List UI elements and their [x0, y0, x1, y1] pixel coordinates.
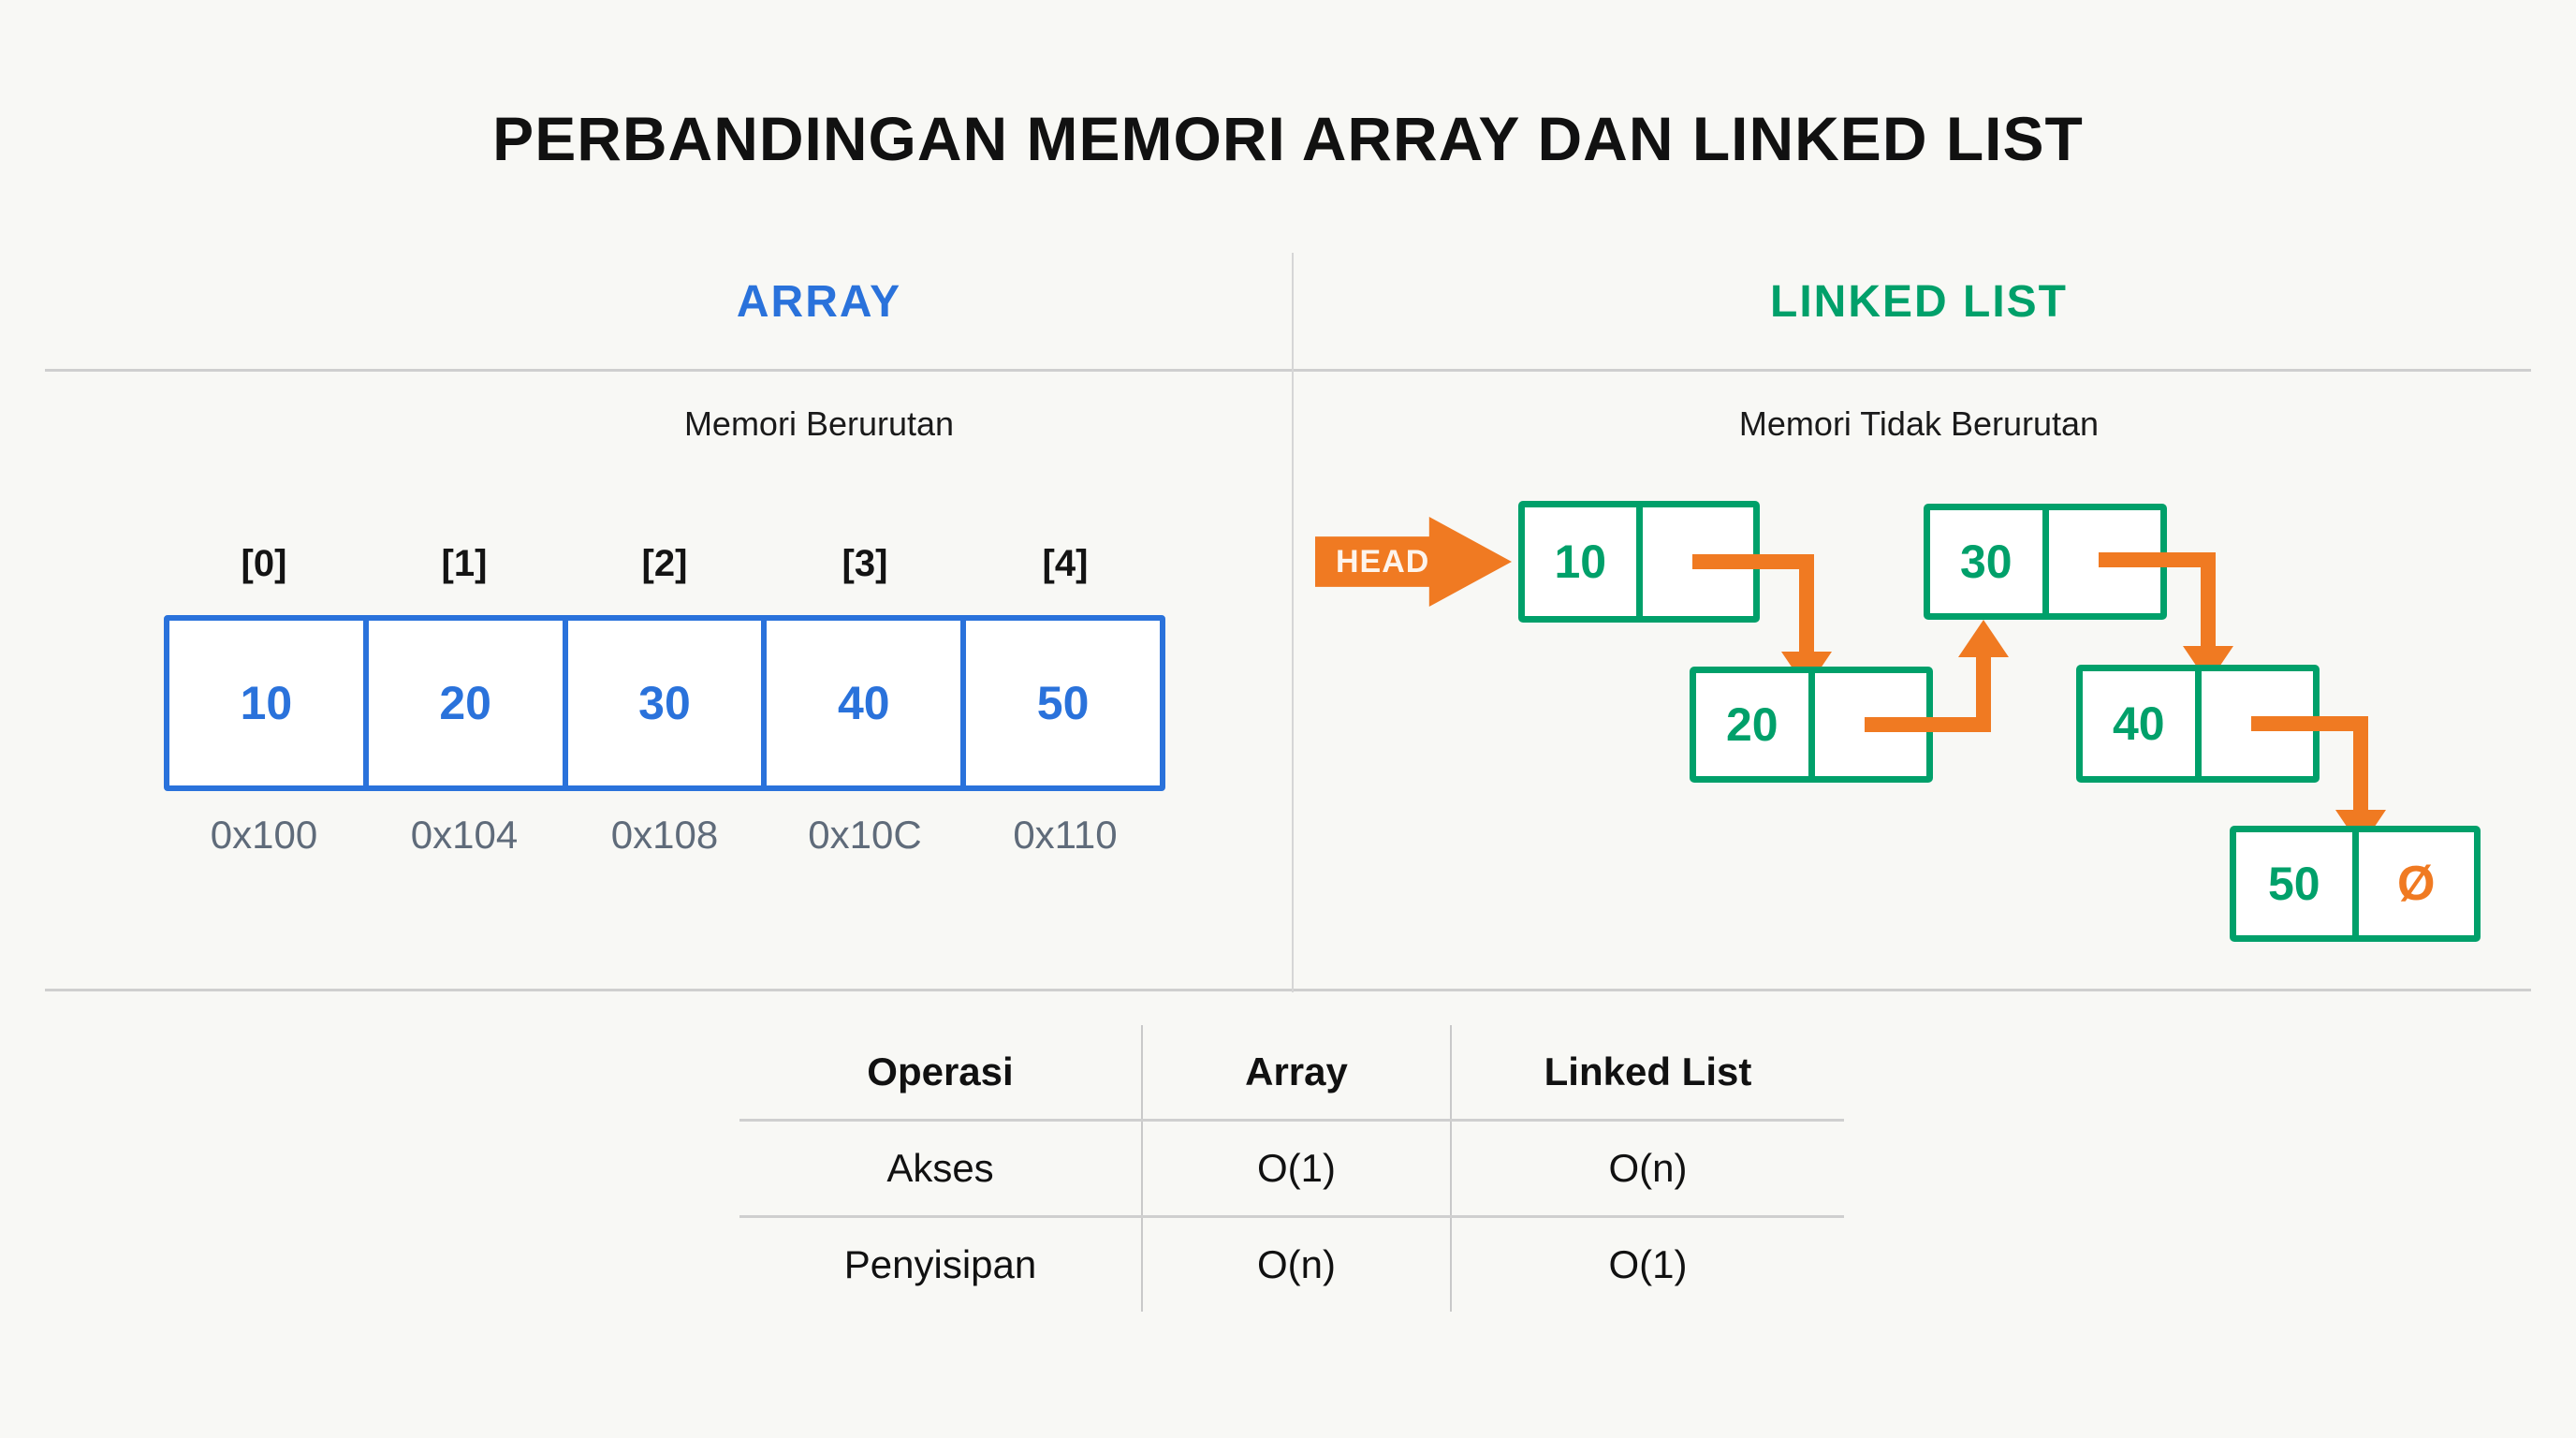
table-header-row: Operasi Array Linked List — [739, 1025, 1844, 1121]
row-akses-operation: Akses — [886, 1146, 994, 1190]
array-cell-3: 40 — [767, 621, 967, 785]
table-row: Penyisipan O(n) O(1) — [739, 1216, 1844, 1312]
array-cells: 10 20 30 40 50 — [164, 615, 1165, 791]
row-penyisipan-linkedlist: O(1) — [1608, 1242, 1688, 1286]
link-30-40-vertical — [2201, 552, 2216, 653]
array-address-2: 0x108 — [610, 813, 719, 857]
array-address-1: 0x104 — [410, 813, 519, 857]
array-index-1: [1] — [441, 543, 488, 584]
node-value-10: 10 — [1525, 507, 1643, 616]
node-value-40: 40 — [2083, 671, 2202, 776]
array-index-2: [2] — [641, 543, 688, 584]
row-penyisipan-array: O(n) — [1141, 1216, 1452, 1312]
link-40-50-vertical — [2353, 716, 2368, 817]
comparison-table: Operasi Array Linked List Akses O(1) O(n… — [739, 1025, 1844, 1312]
link-20-30-vertical — [1976, 655, 1991, 732]
divider-vertical — [1292, 253, 1294, 992]
array-address-4: 0x110 — [1013, 813, 1118, 857]
table-header-linkedlist: Linked List — [1544, 1049, 1752, 1093]
linkedlist-subheading: Memori Tidak Berurutan — [1738, 404, 2100, 443]
link-30-40-horizontal — [2099, 552, 2216, 567]
array-cell-0: 10 — [169, 621, 369, 785]
page-title: PERBANDINGAN MEMORI ARRAY DAN LINKED LIS… — [492, 104, 2084, 173]
table-header-array: Array — [1141, 1025, 1452, 1121]
array-index-4: [4] — [1042, 543, 1089, 584]
node-value-50: 50 — [2236, 832, 2359, 935]
link-10-20-horizontal — [1692, 554, 1814, 569]
array-address-0: 0x100 — [210, 813, 318, 857]
array-index-3: [3] — [842, 543, 888, 584]
array-cell-4: 50 — [1036, 677, 1090, 729]
table-row: Akses O(1) O(n) — [739, 1120, 1844, 1217]
link-20-30-arrowhead-icon — [1958, 620, 2009, 657]
head-label: HEAD — [1336, 543, 1430, 580]
head-pointer-arrow-icon: HEAD — [1315, 517, 1512, 607]
row-akses-linkedlist: O(n) — [1608, 1146, 1688, 1190]
node-value-30: 30 — [1930, 510, 2049, 613]
divider-bottom — [45, 989, 2531, 991]
link-20-30-horizontal — [1865, 717, 1991, 732]
node-value-20: 20 — [1696, 673, 1815, 776]
link-40-50-horizontal — [2251, 716, 2368, 731]
linkedlist-heading: LINKED LIST — [1770, 277, 2068, 327]
node-null-pointer-icon: Ø — [2397, 857, 2436, 911]
array-heading: ARRAY — [736, 277, 902, 327]
array-cell-1: 20 — [369, 621, 568, 785]
row-penyisipan-operation: Penyisipan — [843, 1242, 1037, 1286]
array-index-0: [0] — [241, 543, 287, 584]
link-10-20-vertical — [1799, 554, 1814, 659]
array-index-row: [0] [1] [2] [3] [4] — [164, 543, 1165, 585]
row-akses-array: O(1) — [1141, 1120, 1452, 1217]
array-cell-2: 30 — [568, 621, 768, 785]
array-address-row: 0x100 0x104 0x108 0x10C 0x110 — [164, 813, 1165, 858]
array-address-3: 0x10C — [808, 813, 922, 857]
divider-top — [45, 369, 2531, 372]
table-header-operasi: Operasi — [867, 1049, 1014, 1093]
linkedlist-node-50: 50 Ø — [2230, 826, 2481, 942]
array-subheading: Memori Berurutan — [683, 404, 955, 443]
